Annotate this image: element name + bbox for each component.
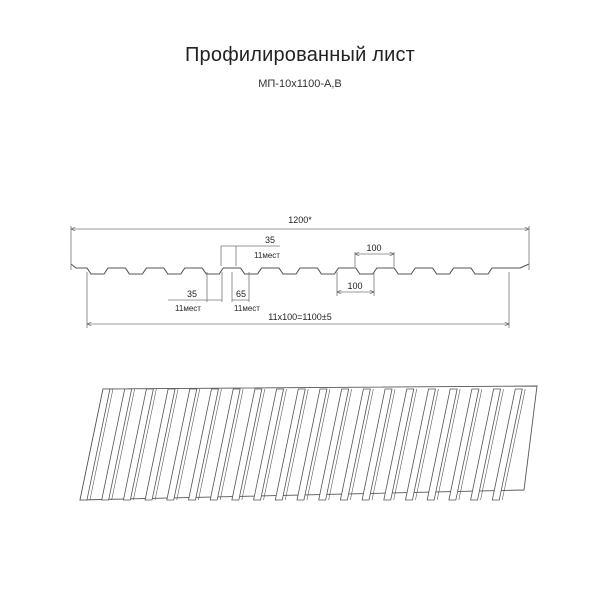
sheet-rib-edge — [176, 388, 201, 501]
bottom-pitch-label: 100 — [347, 281, 362, 291]
sheet-rib — [296, 388, 328, 501]
sheet-rib — [318, 388, 350, 501]
page-title: Профилированный лист — [184, 44, 416, 66]
sheet-rib-edge — [350, 388, 374, 501]
cross-section: 1200* 35 11мест 100 100 — [71, 215, 529, 328]
sheet-rib — [361, 388, 393, 501]
sheet-rib — [383, 388, 415, 501]
sheet-profile-line — [70, 263, 530, 275]
sheet-rib — [122, 388, 154, 501]
sheet-rib-edge — [154, 388, 179, 501]
sheet-rib-edge — [415, 388, 439, 501]
bottom-flat-width-label: 35 — [187, 289, 197, 299]
sheet-rib — [339, 388, 371, 501]
sheet-rib — [101, 388, 133, 501]
trapezoid-count-label: 11мест — [234, 304, 260, 313]
sheet-rib-edge — [284, 388, 309, 501]
sheet-rib-edge — [111, 388, 135, 501]
page-subtitle: МП-10х1100-А,В — [258, 78, 342, 90]
sheet-rib-edge — [458, 388, 483, 501]
sheet-rib-edge — [241, 388, 266, 501]
sheet-rib-edge — [219, 388, 244, 501]
sheet-rib-edge — [263, 388, 287, 501]
sheet-rib — [144, 388, 176, 501]
top-rib-width-label: 35 — [265, 235, 275, 245]
sheet-rib-edge — [501, 388, 526, 501]
top-pitch-label: 100 — [366, 243, 381, 253]
sheet-rib-edge — [371, 388, 396, 501]
sheet-rib-edge — [306, 388, 331, 501]
sheet-rib — [79, 388, 111, 501]
sheet-rib-edge — [393, 388, 418, 501]
dim-bottom-flat: 35 11мест — [168, 272, 223, 313]
sheet-rib — [426, 388, 458, 501]
bottom-flat-count-label: 11мест — [175, 304, 201, 313]
sheet-rib — [448, 388, 480, 501]
overall-width-label: 1200* — [288, 215, 312, 225]
sheet-rib-edge — [436, 388, 461, 501]
dim-useful-width: 11х100=1100±5 — [87, 272, 509, 328]
sheet-rib — [470, 388, 502, 501]
sheet-rib-edge — [198, 388, 222, 501]
dim-overall-width: 1200* — [71, 215, 529, 270]
sheet-rib — [166, 388, 198, 501]
sheet-isometric-view — [79, 385, 538, 501]
sheet-rib — [491, 388, 523, 501]
sheet-rib-edge — [480, 388, 504, 501]
sheet-rib-edge — [133, 388, 157, 501]
top-rib-count-label: 11мест — [254, 251, 280, 260]
trapezoid-width-label: 65 — [236, 289, 246, 299]
dim-trapezoid: 65 11мест — [231, 272, 260, 313]
dim-top-pitch: 100 — [355, 243, 394, 267]
sheet-rib — [209, 388, 241, 501]
sheet-rib — [405, 388, 436, 501]
sheet-rib — [188, 388, 219, 501]
sheet-rib-edge — [328, 388, 352, 501]
sheet-rib — [274, 388, 306, 501]
sheet-rib — [231, 388, 263, 501]
sheet-rib-edge — [89, 388, 114, 501]
dim-top-rib: 35 11мест — [220, 235, 280, 266]
dim-bottom-pitch: 100 — [337, 272, 374, 296]
useful-width-label: 11х100=1100±5 — [268, 312, 331, 322]
sheet-rib — [253, 388, 285, 501]
